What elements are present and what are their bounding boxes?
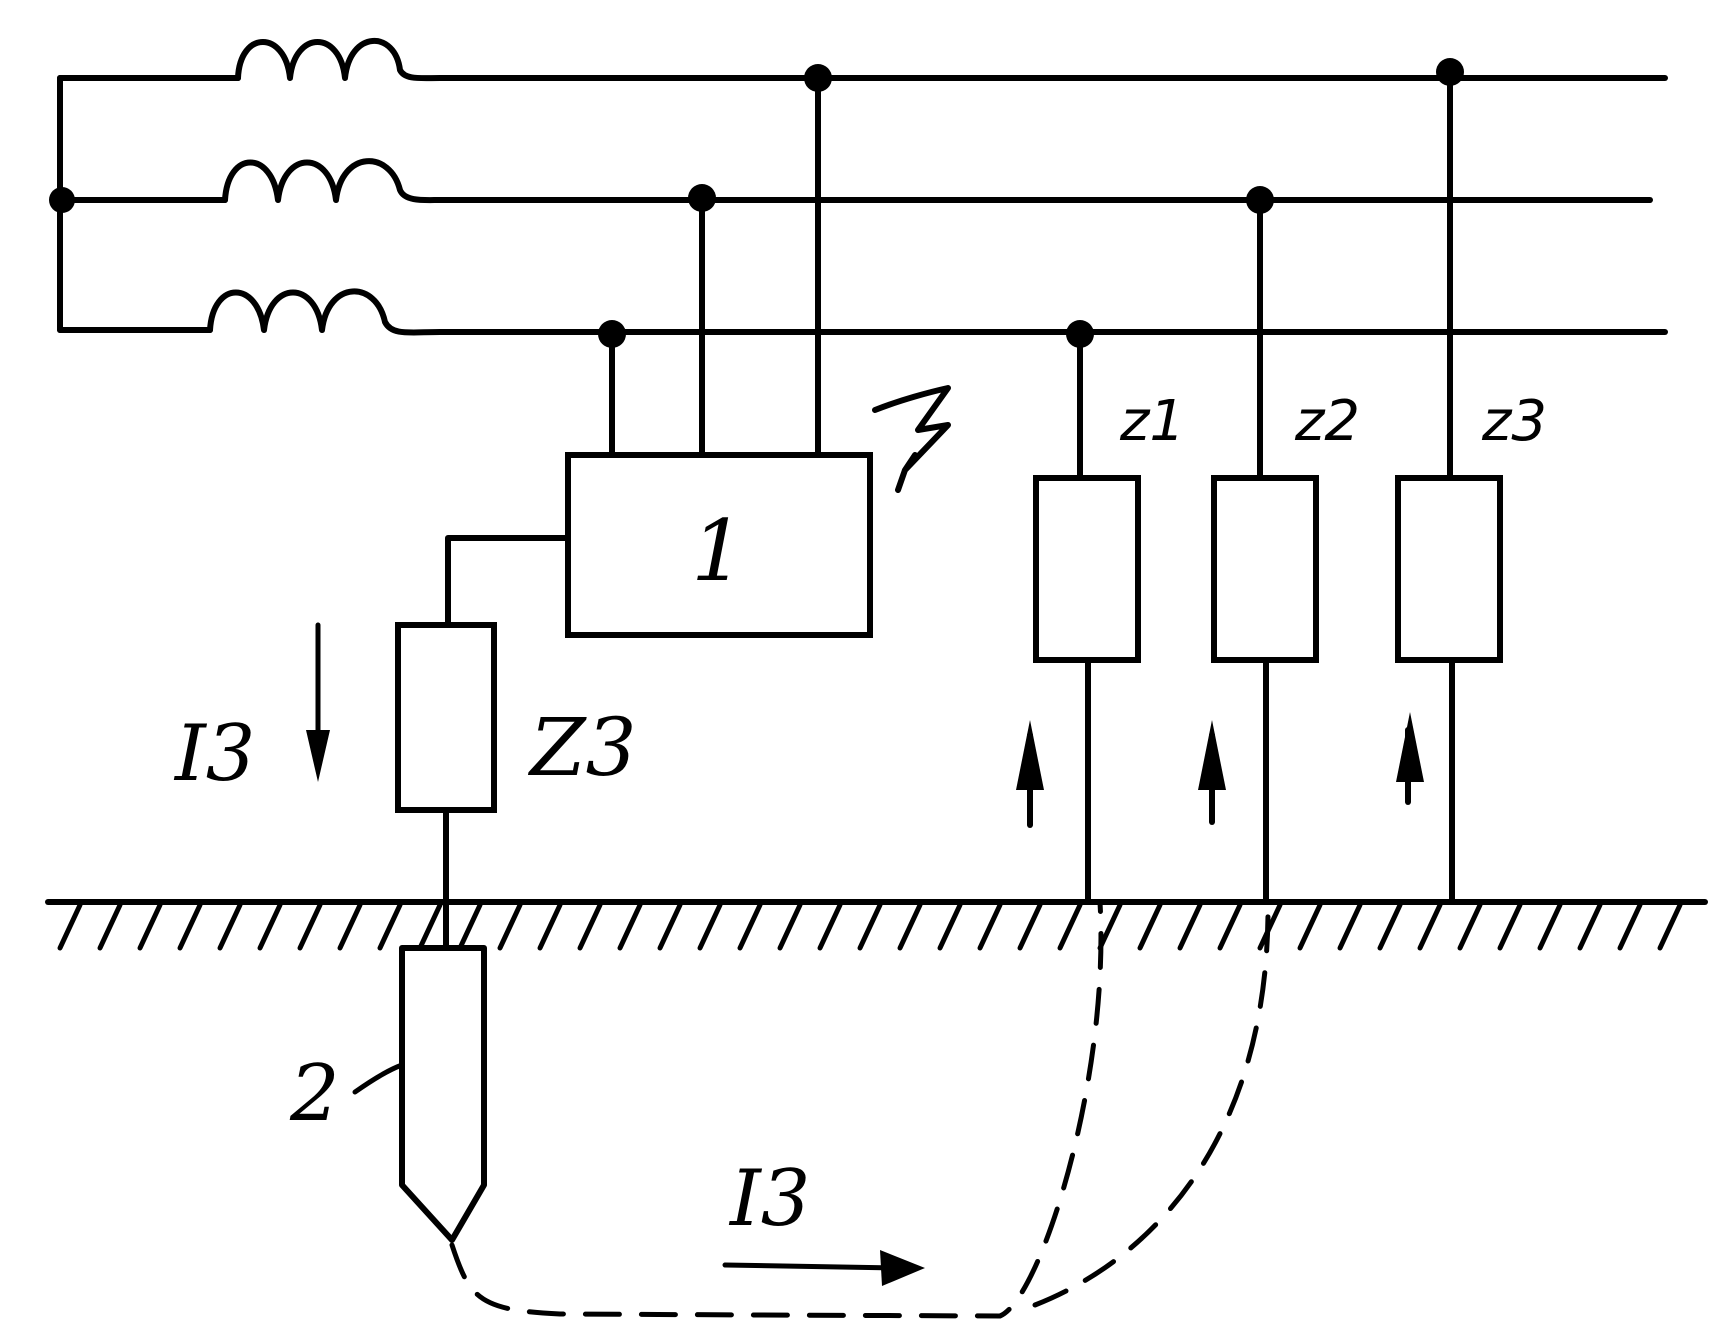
arrow-icon [1016,720,1044,790]
ground-electrode: 2 [289,945,487,1243]
phase-lines [437,75,1668,335]
ground-hatch [937,902,963,951]
load-2-label: z2 [1294,389,1360,454]
ground-hatch [417,902,443,951]
earth-path-1 [449,899,1104,1319]
ground-hatch [377,902,403,951]
ground-hatch [1017,902,1043,951]
load-1-label: z1 [1119,389,1185,454]
device-1-taps [598,64,832,458]
ground-hatch [977,902,1003,951]
ground-hatch [1337,902,1363,951]
current-label-bottom: I3 [728,1154,810,1244]
current-label-top: I3 [173,709,255,799]
ground-hatch [1297,902,1323,951]
load-3-label: z3 [1481,389,1547,454]
electrode-label: 2 [289,1049,340,1139]
electrode-body [399,945,487,1243]
ground-hatch [1217,902,1243,951]
ground-hatch [1417,902,1443,951]
ground-impedance-box [395,622,497,813]
ground-hatch [817,902,843,951]
ground-hatch [497,902,523,951]
ground-hatch [1617,902,1643,951]
ground-hatch [737,902,763,951]
ground-hatch [1657,902,1683,951]
electrode-leader [352,1062,405,1095]
ground-hatch [1497,902,1523,951]
coil-icon [222,158,443,204]
device-1: 1 [565,452,873,638]
ground-hatch [897,902,923,951]
arrow-icon [1396,712,1424,782]
ground-hatch [857,902,883,951]
ground-hatch [217,902,243,951]
ground-hatch [657,902,683,951]
ground [45,899,1708,951]
ground-hatch [697,902,723,951]
ground-hatch [337,902,363,951]
loads: z1 z2 z3 [1016,58,1547,905]
arrow-icon [1198,720,1226,790]
ground-impedance-branch: Z3 I3 [173,535,636,951]
arrow-icon [722,1262,903,1271]
load-3-box [1395,475,1503,663]
neutral-node [49,187,75,213]
ground-hatch [457,902,483,951]
earth-path-2 [1032,899,1271,1308]
ground-hatch [1377,902,1403,951]
device-to-impedance-wire [445,535,571,628]
coil-icon [207,288,443,336]
device-1-box [565,452,873,638]
ground-hatch [177,902,203,951]
arrow-icon [306,730,330,782]
ground-hatch [617,902,643,951]
device-1-label: 1 [691,502,744,600]
ground-hatch [1177,902,1203,951]
ground-hatching [57,902,1683,951]
ground-hatch [97,902,123,951]
ground-hatch [1137,902,1163,951]
ground-hatch [1577,902,1603,951]
lightning-bolt-icon [872,385,951,493]
ground-hatch [537,902,563,951]
ground-impedance-label: Z3 [527,701,636,794]
ground-hatch [777,902,803,951]
ground-hatch [1057,902,1083,951]
generator [49,38,443,336]
earth-current-paths: I3 [449,899,1271,1319]
ground-hatch [1457,902,1483,951]
load-1-box [1033,475,1141,663]
load-2-box [1211,475,1319,663]
coil-icon [235,38,443,82]
ground-hatch [577,902,603,951]
ground-hatch [57,902,83,951]
arrow-icon [880,1250,925,1286]
ground-hatch [257,902,283,951]
ground-hatch [137,902,163,951]
ground-hatch [297,902,323,951]
ground-hatch [1537,902,1563,951]
